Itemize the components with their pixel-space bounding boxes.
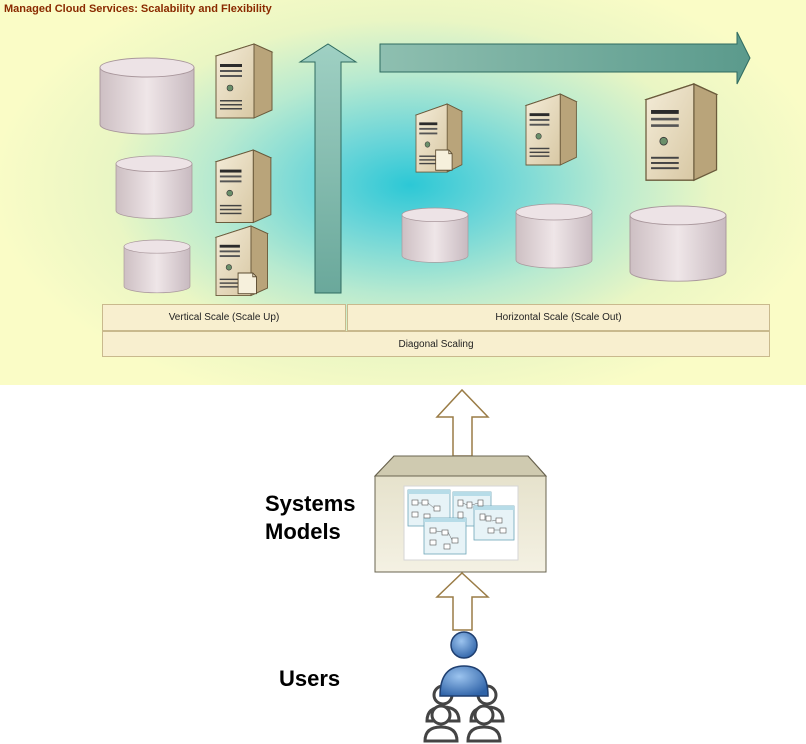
- storage-cylinder-icon: [99, 57, 195, 135]
- storage-cylinder-icon: [515, 203, 593, 269]
- horizontal-scale-bar: Horizontal Scale (Scale Out): [347, 304, 770, 331]
- storage-cylinder-icon: [123, 239, 191, 294]
- server-icon: [645, 83, 718, 181]
- output-arrow-icon: [435, 388, 490, 457]
- input-arrow-icon: [435, 571, 490, 631]
- server-icon: [416, 104, 462, 172]
- server-icon: [215, 43, 273, 119]
- systems-label-line2: Models: [265, 519, 341, 544]
- scale-out-arrow: [379, 31, 751, 85]
- horizontal-scale-label: Horizontal Scale (Scale Out): [495, 312, 622, 323]
- vertical-scale-label: Vertical Scale (Scale Up): [168, 312, 280, 323]
- server-icon: [216, 226, 268, 296]
- diagonal-scaling-bar: Diagonal Scaling: [102, 331, 770, 357]
- system-model-diagram-icon: [403, 485, 519, 561]
- storage-cylinder-icon: [115, 155, 193, 219]
- diagonal-scaling-label: Diagonal Scaling: [398, 338, 474, 350]
- users-label: Users: [279, 666, 341, 691]
- server-icon: [215, 149, 272, 224]
- systems-models-label: Systems Models: [265, 490, 356, 546]
- storage-cylinder-icon: [629, 205, 727, 282]
- systems-label-line1: Systems: [265, 491, 356, 516]
- server-icon: [525, 93, 577, 166]
- vertical-scale-bar: Vertical Scale (Scale Up): [102, 304, 346, 331]
- scale-up-arrow: [298, 43, 358, 294]
- storage-cylinder-icon: [401, 207, 469, 263]
- user-group-icon: [423, 631, 505, 743]
- panel-title: Managed Cloud Services: Scalability and …: [4, 3, 272, 15]
